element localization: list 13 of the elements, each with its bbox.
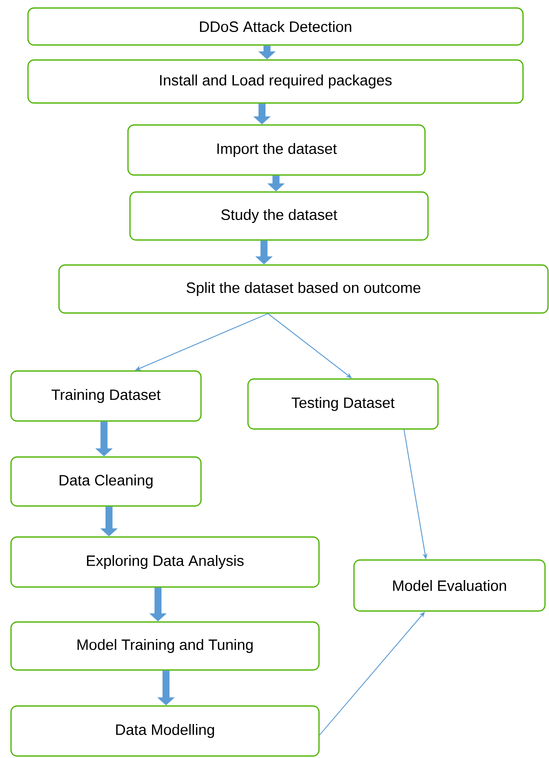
process-box: Model Training and Tuning: [10, 621, 320, 671]
arrow: [268, 313, 352, 378]
process-box: Data Modelling: [10, 705, 320, 757]
process-box: Import the dataset: [127, 124, 426, 176]
process-box: Model Evaluation: [353, 559, 546, 612]
process-box: Training Dataset: [10, 370, 202, 422]
process-box: Split the dataset based on outcome: [58, 264, 549, 314]
process-box: Testing Dataset: [247, 378, 439, 430]
process-box: Study the dataset: [129, 191, 429, 241]
process-box: Exploring Data Analysis: [10, 536, 320, 588]
process-box: DDoS Attack Detection: [27, 7, 524, 46]
process-box: Data Cleaning: [10, 456, 202, 507]
process-box: Install and Load required packages: [27, 59, 524, 104]
